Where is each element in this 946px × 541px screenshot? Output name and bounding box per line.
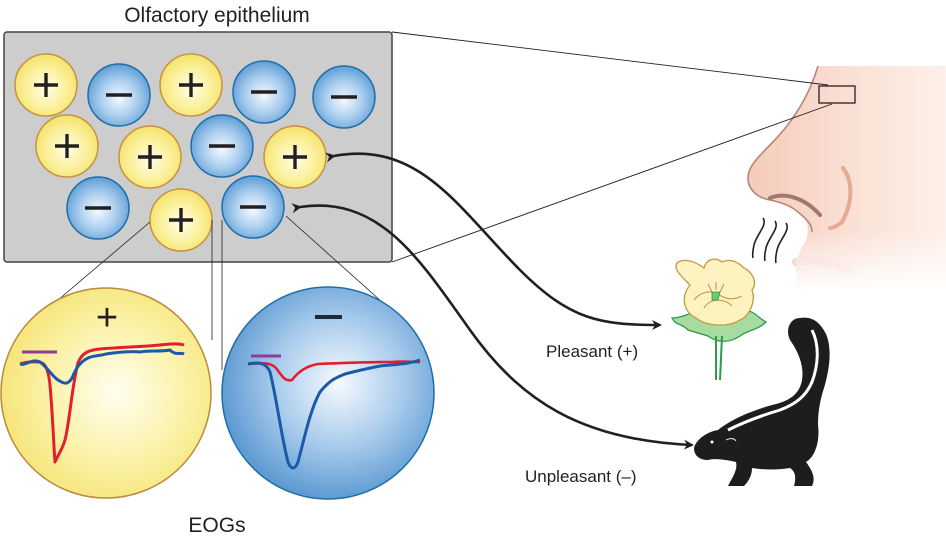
trace-blue-plus [19,348,185,385]
receptor-cell-minus [87,63,151,127]
receptor-cell-plus [35,114,99,178]
eog-plus-symbol: + [96,297,118,339]
receptor-cell-minus [190,114,254,178]
unpleasant-arrow [291,203,694,450]
receptor-cell-plus [159,53,223,117]
nose-illustration [747,65,946,290]
plus-icon [55,134,79,158]
receptor-cell-plus [118,125,182,189]
pleasant-label: Pleasant (+) [546,342,638,361]
zoom-line-plus-left [57,221,151,301]
receptor-cell-minus [66,176,130,240]
eog-panel-plus: + [0,287,212,499]
skunk-icon [694,317,830,486]
plus-icon [179,73,203,97]
eog-panel-minus [221,286,435,500]
receptor-cell-plus [149,188,213,252]
receptor-cell-minus [312,65,376,129]
zoom-line-top [391,31,829,86]
receptor-cell-minus [221,175,285,239]
receptor-cells [14,53,376,252]
epithelium-location-box [818,85,856,104]
odor-waves-icon [751,217,788,264]
receptor-cell-plus [263,125,327,189]
epithelium-title: Olfactory epithelium [124,4,310,27]
plus-icon [283,145,307,169]
receptor-cell-minus [232,60,296,124]
eogs-label: EOGs [188,514,245,537]
flower-icon [670,258,768,381]
plus-icon [34,73,58,97]
receptor-cell-plus [14,53,78,117]
plus-icon [138,145,162,169]
plus-icon [169,208,193,232]
unpleasant-label: Unpleasant (–) [525,467,637,486]
